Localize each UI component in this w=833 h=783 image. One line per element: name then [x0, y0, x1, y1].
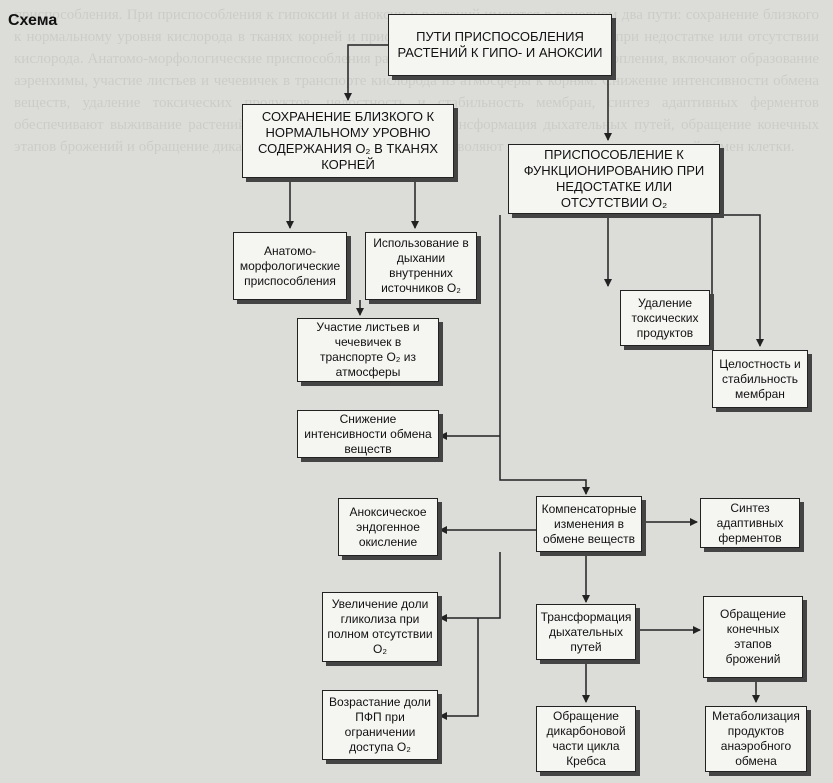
box-glycolysis-text: Увеличение доли гликолиза при полном отс… [327, 597, 433, 656]
box-transform-text: Трансформация дыхательных путей [540, 609, 632, 654]
box-compens-text: Компенсаторные изменения в обмене вещест… [541, 501, 637, 546]
box-ppp-text: Возрастание доли ПФП при ограничении дос… [329, 695, 431, 754]
box-synthesis: Синтез адаптивных ферментов [700, 498, 800, 548]
box-fermentation-text: Обращение конечных этапов брожений [720, 607, 786, 666]
box-internal: Использование в дыхании внутренних источ… [365, 232, 477, 300]
arrow-adapt-to-membrane [712, 214, 764, 347]
box-metabol: Метаболизация продуктов анаэробного обме… [705, 706, 807, 772]
box-toxic-text: Удаление токсических продуктов [631, 295, 699, 340]
arrow-root-to-preserve [344, 44, 388, 101]
box-metabol-text: Метаболизация продуктов анаэробного обме… [712, 709, 800, 768]
box-reduce: Снижение интенсивности обмена веществ [297, 410, 439, 458]
arrow-compens-to-glycolysis [439, 552, 501, 622]
box-preserve: СОХРАНЕНИЕ БЛИЗКОГО К НОРМАЛЬНОМУ УРОВНЮ… [242, 104, 454, 178]
box-krebs-text: Обращение дикарбоновой части цикла Кребс… [546, 709, 626, 768]
box-ppp: Возрастание доли ПФП при ограничении дос… [322, 690, 438, 760]
box-transform: Трансформация дыхательных путей [536, 604, 636, 660]
box-anoxic-text: Аноксическое эндогенное окисление [349, 504, 427, 549]
box-compens: Компенсаторные изменения в обмене вещест… [536, 496, 642, 552]
box-toxic: Удаление токсических продуктов [620, 290, 710, 346]
box-synthesis-text: Синтез адаптивных ферментов [716, 500, 784, 545]
box-reduce-text: Снижение интенсивности обмена веществ [304, 411, 432, 456]
box-glycolysis: Увеличение доли гликолиза при полном отс… [322, 592, 438, 662]
box-fermentation: Обращение конечных этапов брожений [703, 596, 803, 678]
arrow-glycolysis-to-ppp [439, 618, 479, 720]
box-membrane: Целостность и стабильность мембран [712, 350, 808, 408]
diagram-title: Схема [8, 12, 58, 29]
box-root-text: ПУТИ ПРИСПОСОБЛЕНИЯ РАСТЕНИЙ К ГИПО- И А… [397, 29, 603, 60]
box-adapt: ПРИСПОСОБЛЕНИЕ К ФУНКЦИОНИРОВАНИЮ ПРИ НЕ… [508, 144, 720, 214]
box-leaves: Участие листьев и чечевичек в транспорте… [297, 318, 439, 382]
box-krebs: Обращение дикарбоновой части цикла Кребс… [536, 706, 636, 772]
box-root: ПУТИ ПРИСПОСОБЛЕНИЯ РАСТЕНИЙ К ГИПО- И А… [388, 14, 612, 76]
box-preserve-text: СОХРАНЕНИЕ БЛИЗКОГО К НОРМАЛЬНОМУ УРОВНЮ… [257, 109, 439, 172]
box-adapt-text: ПРИСПОСОБЛЕНИЕ К ФУНКЦИОНИРОВАНИЮ ПРИ НЕ… [523, 147, 705, 210]
box-membrane-text: Целостность и стабильность мембран [719, 356, 801, 401]
arrow-adapt-to-compens [499, 440, 590, 495]
box-anatomo-text: Анатомо-морфологические приспособления [239, 243, 341, 288]
box-leaves-text: Участие листьев и чечевичек в транспорте… [316, 320, 420, 379]
box-internal-text: Использование в дыхании внутренних источ… [373, 236, 469, 295]
box-anoxic: Аноксическое эндогенное окисление [338, 498, 438, 556]
box-anatomo: Анатомо-морфологические приспособления [233, 232, 347, 300]
